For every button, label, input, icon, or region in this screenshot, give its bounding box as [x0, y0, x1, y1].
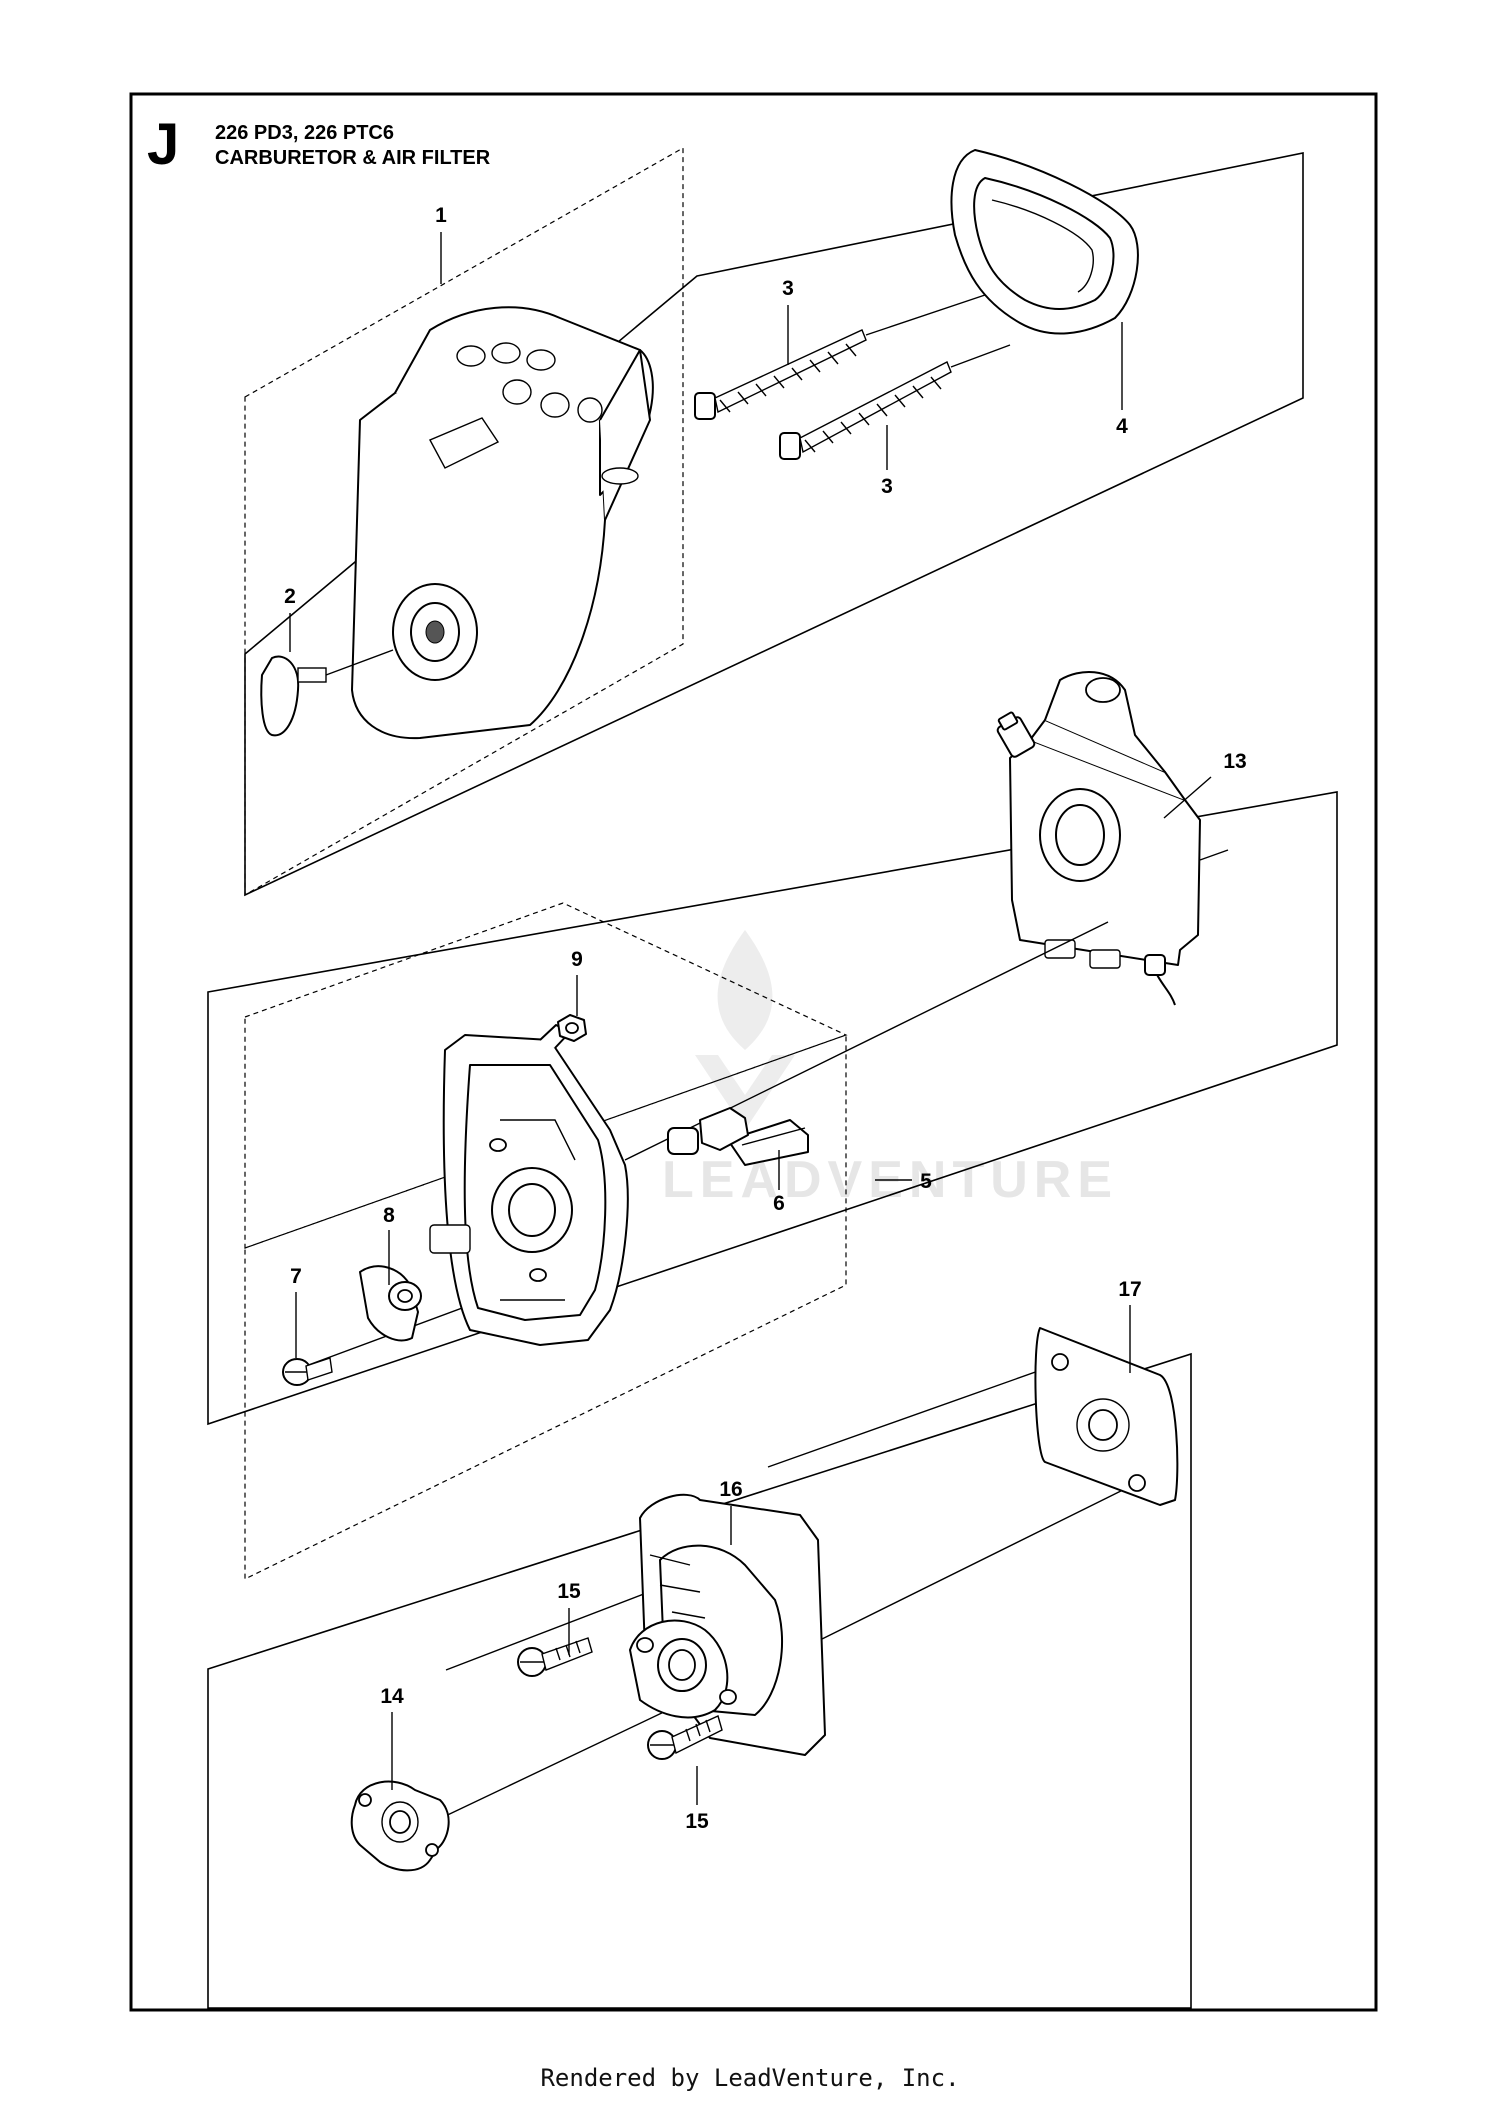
- intake-adapter: [629, 1493, 826, 1756]
- leader-bolt-to-filter: [865, 294, 986, 336]
- callout-14: 14: [380, 1685, 404, 1708]
- callout-2: 2: [284, 585, 296, 608]
- adapter-screw-upper: [517, 1637, 593, 1677]
- callout-1: 1: [435, 204, 447, 227]
- leader-13: [1163, 776, 1212, 819]
- callout-15-upper: 15: [557, 1580, 581, 1603]
- air-filter-cover: [351, 306, 654, 740]
- footer-credit: Rendered by LeadVenture, Inc.: [540, 2064, 960, 2092]
- callout-9: 9: [571, 948, 583, 971]
- leader-gasket-upper: [767, 1363, 1059, 1468]
- model-numbers: 226 PD3, 226 PTC6: [215, 122, 394, 144]
- plane-carburetor-assembly: [207, 791, 1338, 1426]
- gasket-small: [350, 1780, 450, 1872]
- nut: [557, 1014, 587, 1042]
- callout-3-lower: 3: [881, 475, 893, 498]
- gasket-large: [1034, 1327, 1179, 1506]
- watermark: LEADVENTURE: [662, 930, 1112, 1209]
- callout-7: 7: [290, 1265, 302, 1288]
- callout-5: 5: [920, 1170, 932, 1193]
- leader-gasket-lower: [819, 1482, 1138, 1641]
- cover-knob-screw: [260, 649, 394, 737]
- section-title: CARBURETOR & AIR FILTER: [215, 147, 491, 169]
- carburetor-holder: [429, 1024, 629, 1346]
- group-box-part-9: [244, 902, 848, 1249]
- plane-cover-assembly: [244, 152, 1304, 897]
- leader-carb-right: [1199, 849, 1229, 861]
- group-box-part-5: [244, 1034, 847, 1580]
- callout-3-upper: 3: [782, 277, 794, 300]
- callout-6: 6: [773, 1192, 785, 1215]
- choke-plate: [359, 1265, 422, 1342]
- leader-screw-15: [445, 1586, 663, 1671]
- plane-intake-assembly: [207, 1352, 1192, 2009]
- adapter-screw-lower: [647, 1715, 723, 1760]
- choke-lever: [667, 1107, 809, 1166]
- cover-bolt-lower: [779, 361, 952, 460]
- callout-4: 4: [1116, 415, 1128, 438]
- callout-15-lower: 15: [685, 1810, 709, 1833]
- cover-bolt-upper: [694, 329, 867, 420]
- v-logo-icon: [695, 1055, 795, 1130]
- callout-17: 17: [1118, 1278, 1141, 1301]
- diagram-frame: [129, 92, 1378, 2012]
- callout-16: 16: [719, 1478, 742, 1501]
- group-box-part-1: [244, 146, 684, 897]
- leader-carb-to-holder: [624, 921, 1109, 1161]
- plate-screw: [282, 1357, 333, 1386]
- callout-13: 13: [1223, 750, 1246, 773]
- flame-logo-icon: [717, 930, 773, 1050]
- foam-air-filter: [950, 149, 1139, 335]
- leader-bolt-to-filter-2: [950, 344, 1011, 368]
- carburetor: [996, 670, 1201, 1006]
- callout-8: 8: [383, 1204, 395, 1227]
- section-letter: J: [147, 112, 179, 177]
